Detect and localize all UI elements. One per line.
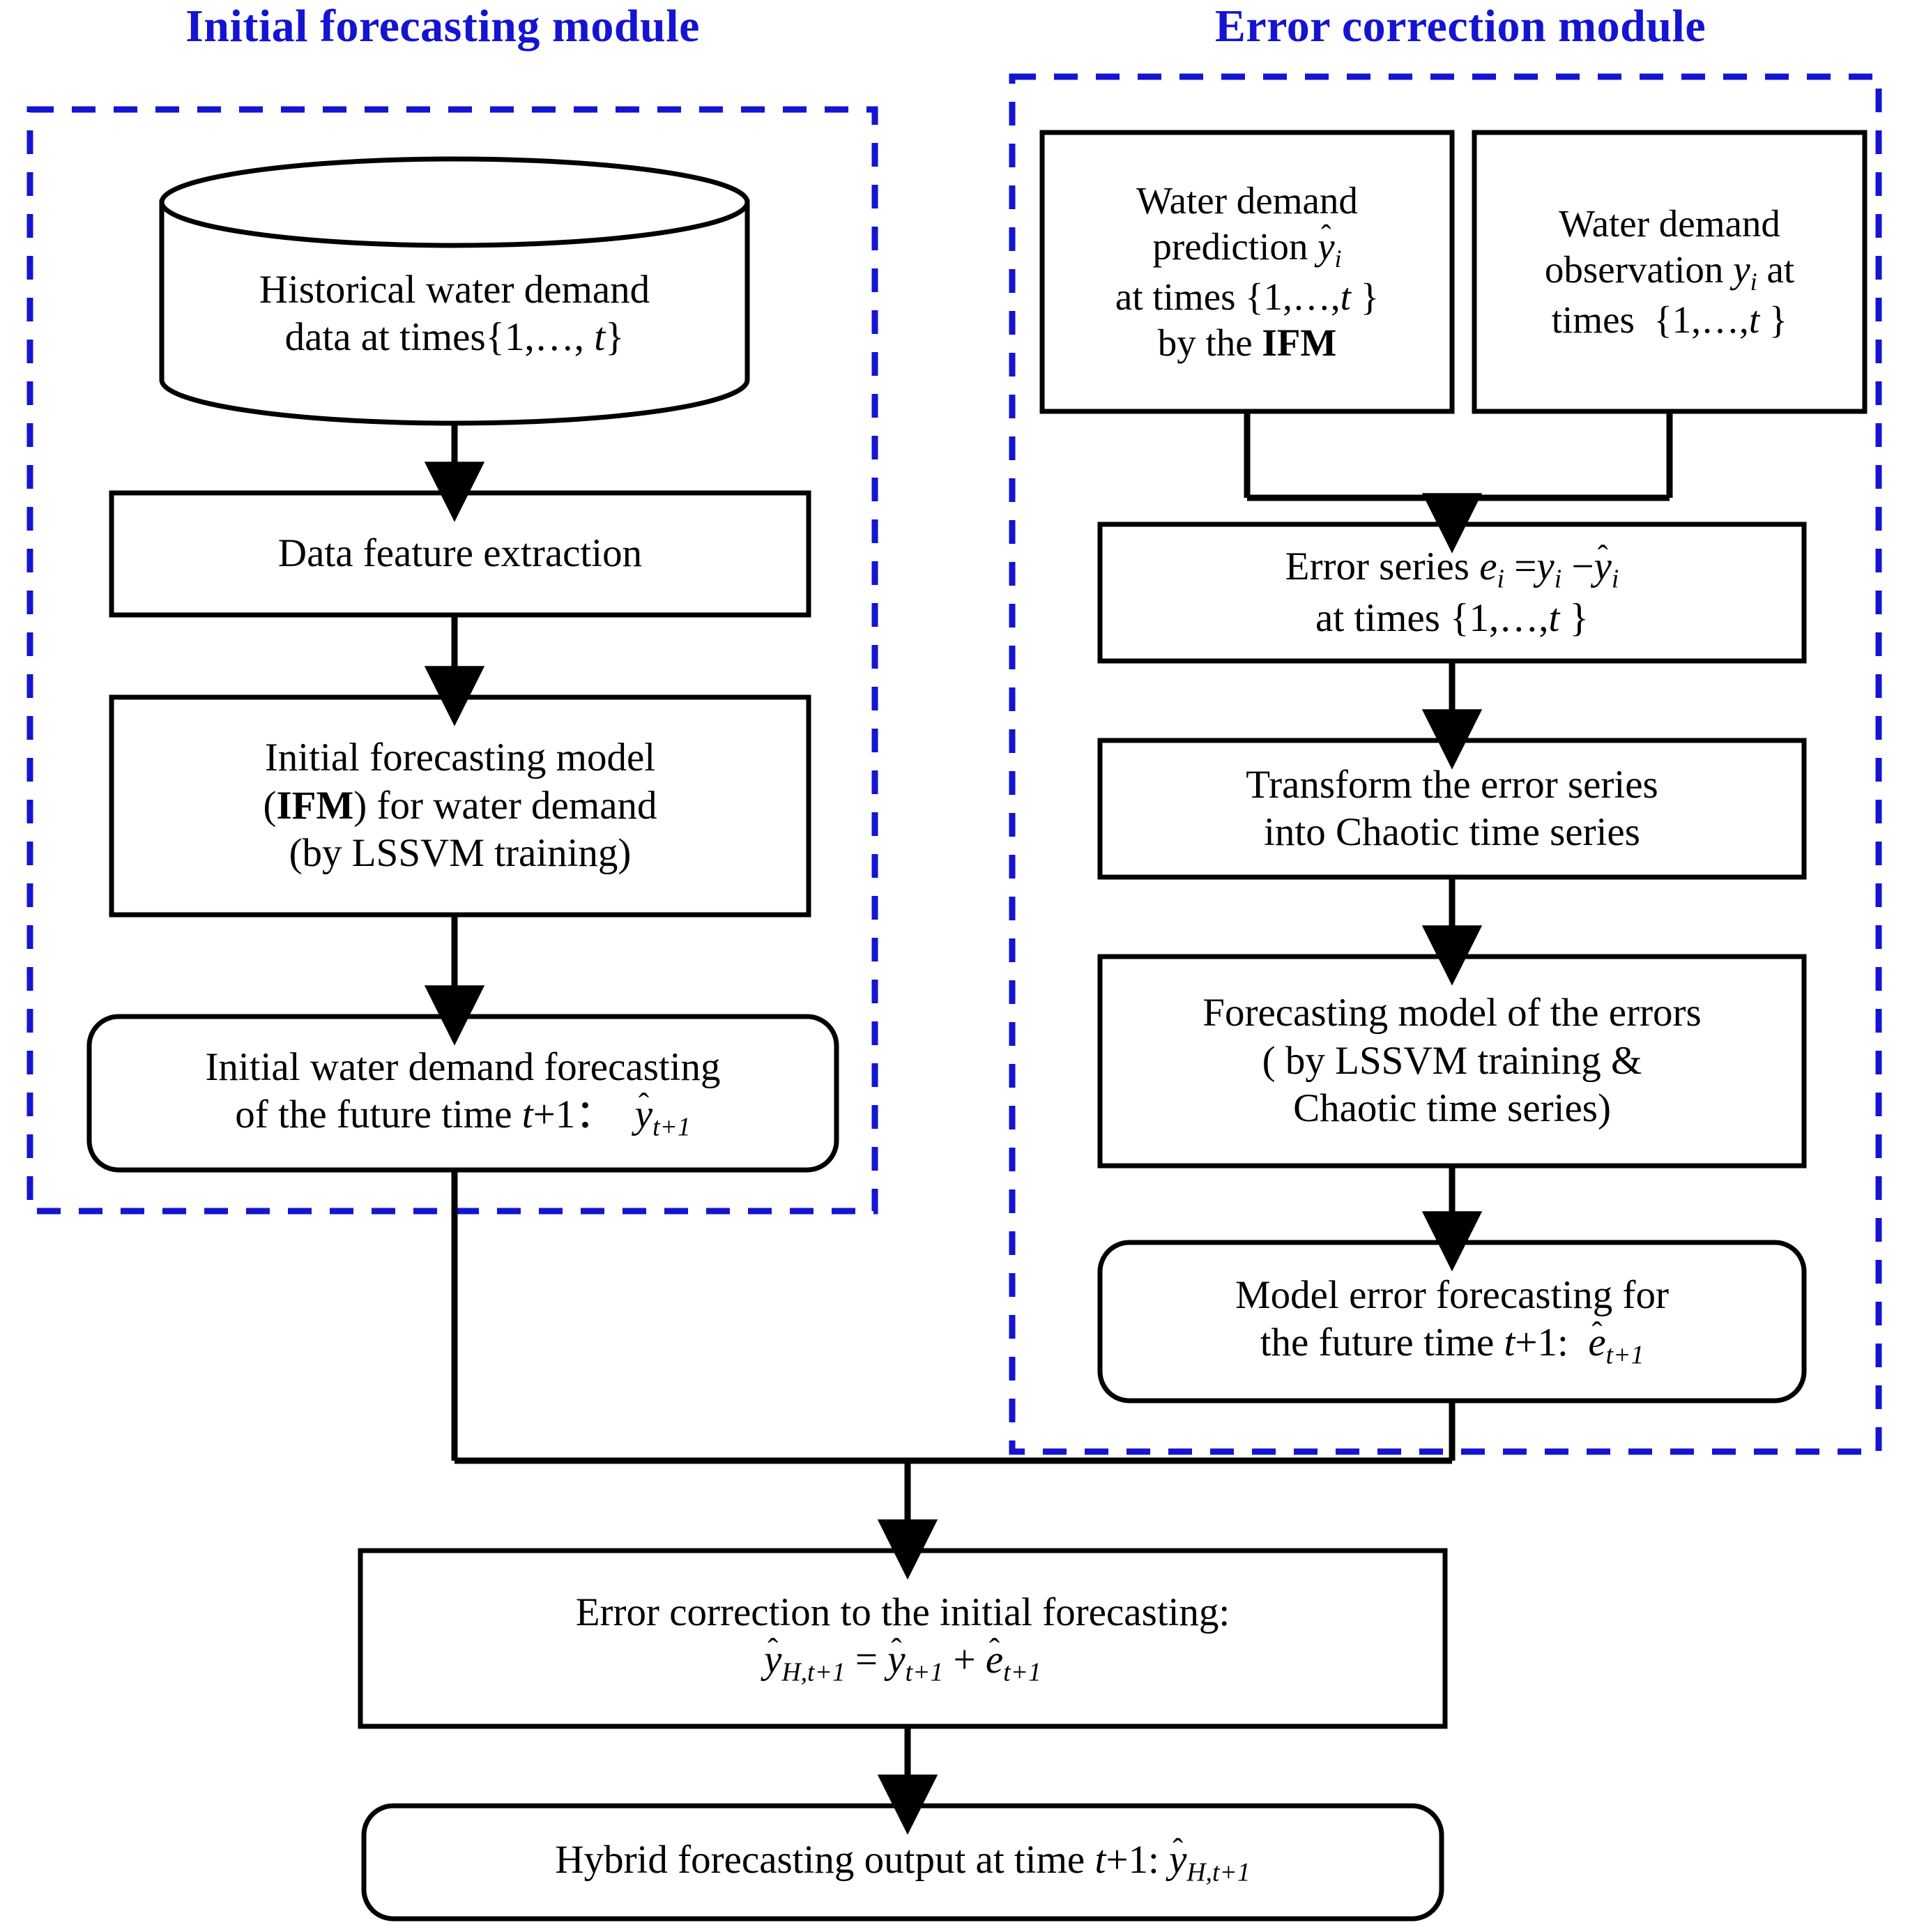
node-historical-data [159, 156, 750, 426]
node-hybrid-output [361, 1803, 1444, 1922]
node-water-demand-observation [1472, 130, 1868, 414]
node-transform-chaotic [1097, 738, 1807, 880]
node-error-series [1097, 522, 1807, 664]
node-error-correction [358, 1548, 1448, 1729]
node-data-feature-extraction [109, 490, 811, 618]
node-error-forecasting-model [1097, 954, 1807, 1169]
module-boundary-error-correction [1009, 73, 1882, 1455]
node-water-demand-prediction [1039, 130, 1455, 414]
module-title-error-correction: Error correction module [1214, 1, 1706, 52]
node-model-error-forecast [1097, 1240, 1807, 1404]
node-initial-forecasting-model [109, 694, 811, 918]
node-initial-forecast-output [86, 1014, 839, 1173]
module-boundary-initial-forecasting [26, 106, 878, 1215]
module-title-initial-forecasting: Initial forecasting module [185, 1, 700, 52]
